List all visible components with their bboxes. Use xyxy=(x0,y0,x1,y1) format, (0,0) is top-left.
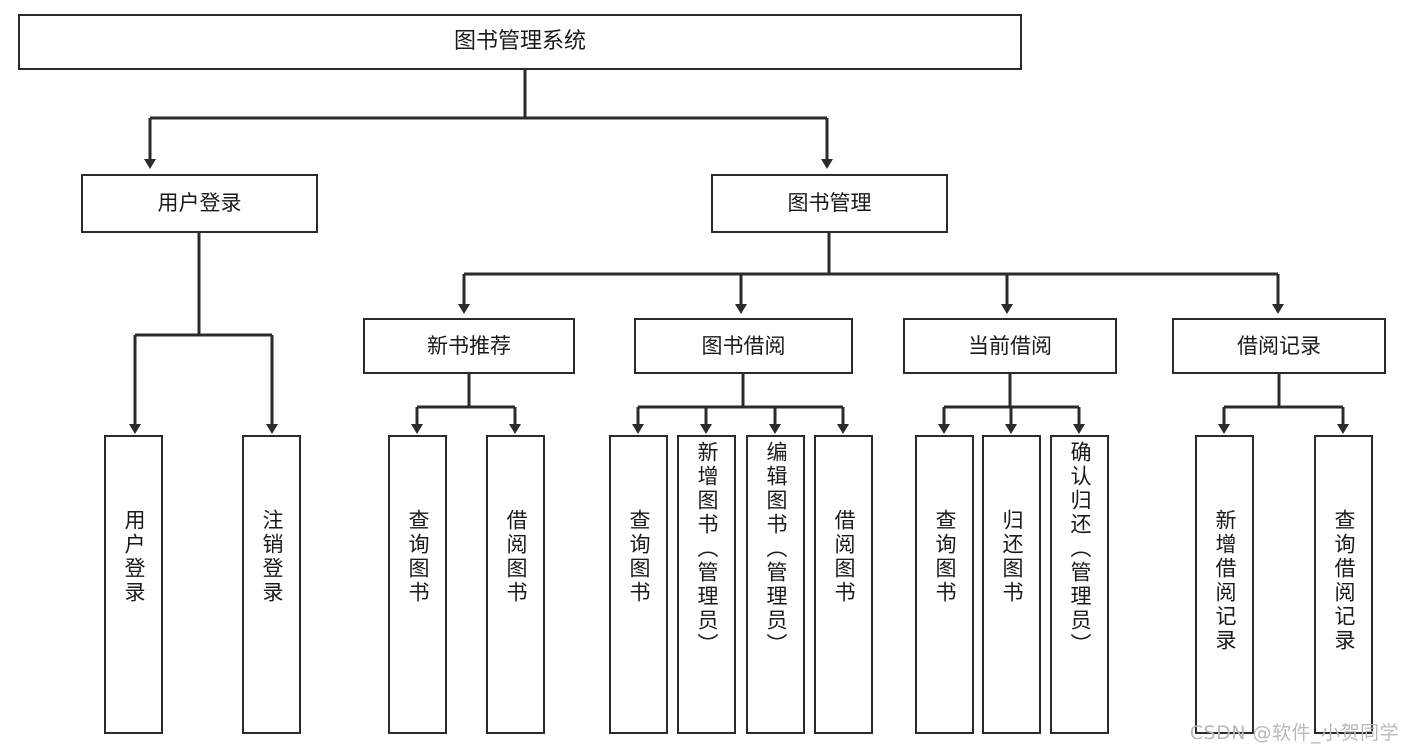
node-label: 图书管理 xyxy=(787,191,872,216)
node-label: 确认归还（管理员） xyxy=(1068,441,1092,657)
node-label: 新增图书（管理员） xyxy=(695,441,719,657)
leaf-query-book-current[interactable]: 查询图书 xyxy=(915,435,974,734)
node-label: 查询图书 xyxy=(406,509,430,605)
node-borrow-record[interactable]: 借阅记录 xyxy=(1172,318,1386,374)
node-book-borrow[interactable]: 图书借阅 xyxy=(634,318,853,374)
leaf-add-borrow-record[interactable]: 新增借阅记录 xyxy=(1195,435,1254,734)
node-current-borrow[interactable]: 当前借阅 xyxy=(903,318,1117,374)
node-label: 图书借阅 xyxy=(701,333,786,358)
leaf-logout[interactable]: 注销登录 xyxy=(242,435,301,734)
leaf-query-book-borrow[interactable]: 查询图书 xyxy=(609,435,668,734)
node-user-login[interactable]: 用户登录 xyxy=(81,174,318,233)
leaf-user-login[interactable]: 用户登录 xyxy=(104,435,163,734)
leaf-add-book-admin[interactable]: 新增图书（管理员） xyxy=(677,435,736,734)
node-label: 新增借阅记录 xyxy=(1213,509,1237,653)
node-label: 归还图书 xyxy=(1000,509,1024,605)
node-label: 用户登录 xyxy=(122,509,146,605)
leaf-edit-book-admin[interactable]: 编辑图书（管理员） xyxy=(746,435,805,734)
node-label: 借阅图书 xyxy=(832,509,856,605)
leaf-query-book-recommend[interactable]: 查询图书 xyxy=(388,435,447,734)
node-new-book-recommend[interactable]: 新书推荐 xyxy=(363,318,575,374)
node-label: 借阅记录 xyxy=(1237,333,1321,358)
csdn-watermark: CSDN @软件_小贺同学 xyxy=(1189,722,1399,744)
node-label: 注销登录 xyxy=(260,509,284,605)
node-label: 图书管理系统 xyxy=(453,29,586,55)
node-label: 当前借阅 xyxy=(968,333,1052,358)
node-label: 用户登录 xyxy=(157,191,242,216)
node-label: 查询图书 xyxy=(627,509,651,605)
node-label: 查询借阅记录 xyxy=(1332,509,1356,653)
node-label: 新书推荐 xyxy=(427,333,511,358)
leaf-query-borrow-record[interactable]: 查询借阅记录 xyxy=(1314,435,1373,734)
node-book-management-system[interactable]: 图书管理系统 xyxy=(18,14,1022,70)
leaf-borrow-book-recommend[interactable]: 借阅图书 xyxy=(486,435,545,734)
node-label: 查询图书 xyxy=(933,509,957,605)
leaf-confirm-return-admin[interactable]: 确认归还（管理员） xyxy=(1050,435,1109,734)
node-label: 借阅图书 xyxy=(504,509,528,605)
node-label: 编辑图书（管理员） xyxy=(764,441,788,657)
leaf-return-book[interactable]: 归还图书 xyxy=(982,435,1041,734)
leaf-borrow-book[interactable]: 借阅图书 xyxy=(814,435,873,734)
node-book-management[interactable]: 图书管理 xyxy=(711,174,948,233)
